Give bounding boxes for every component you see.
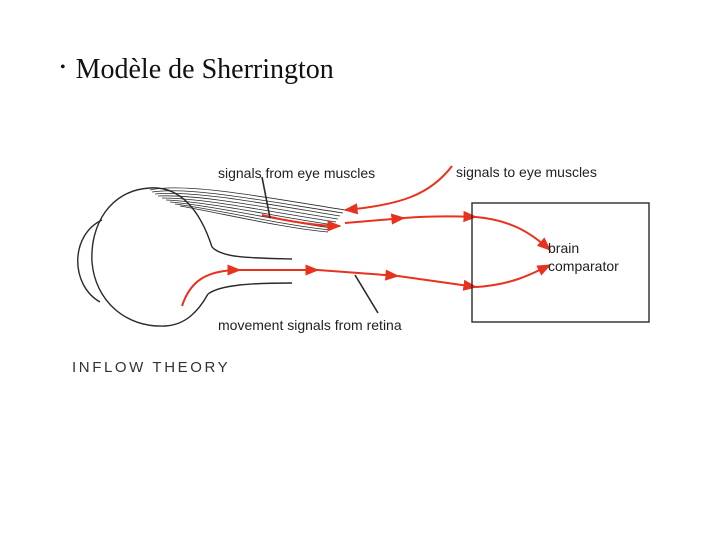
label-signals-to-eye-muscles: signals to eye muscles	[456, 164, 597, 180]
label-comparator: comparator	[548, 258, 619, 274]
box-to-comparator-upper	[475, 216, 552, 251]
bullet: •	[60, 59, 66, 76]
caption-inflow-theory: INFLOW THEORY	[72, 359, 230, 376]
optic-nerve-lower	[207, 282, 293, 295]
label-movement-signals-from-retina: movement signals from retina	[218, 317, 402, 333]
signals-to-eye-muscles-path	[343, 165, 453, 215]
pointer-lines	[261, 176, 379, 314]
eyeball-outline	[91, 187, 213, 327]
title-text: Modèle de Sherrington	[75, 54, 334, 85]
slide-title: • Modèle de Sherrington	[60, 54, 334, 86]
eye-outline	[77, 187, 293, 327]
pointer-retina	[354, 274, 379, 314]
optic-nerve-upper	[211, 246, 293, 260]
retina-signal-mid-3	[397, 275, 478, 291]
retina-signal-path	[181, 264, 242, 307]
eye-muscle-to-box-path	[403, 210, 478, 223]
eye-muscle-signal-lower	[344, 213, 406, 225]
retina-signal-mid-2	[317, 269, 400, 281]
signal-paths	[181, 165, 552, 307]
label-brain: brain	[548, 240, 579, 256]
brain-comparator-box	[471, 202, 650, 323]
label-signals-from-eye-muscles: signals from eye muscles	[218, 165, 375, 181]
pointer-eye-muscles	[261, 176, 271, 219]
cornea-outline	[77, 219, 103, 303]
box-to-comparator-lower	[475, 264, 552, 288]
